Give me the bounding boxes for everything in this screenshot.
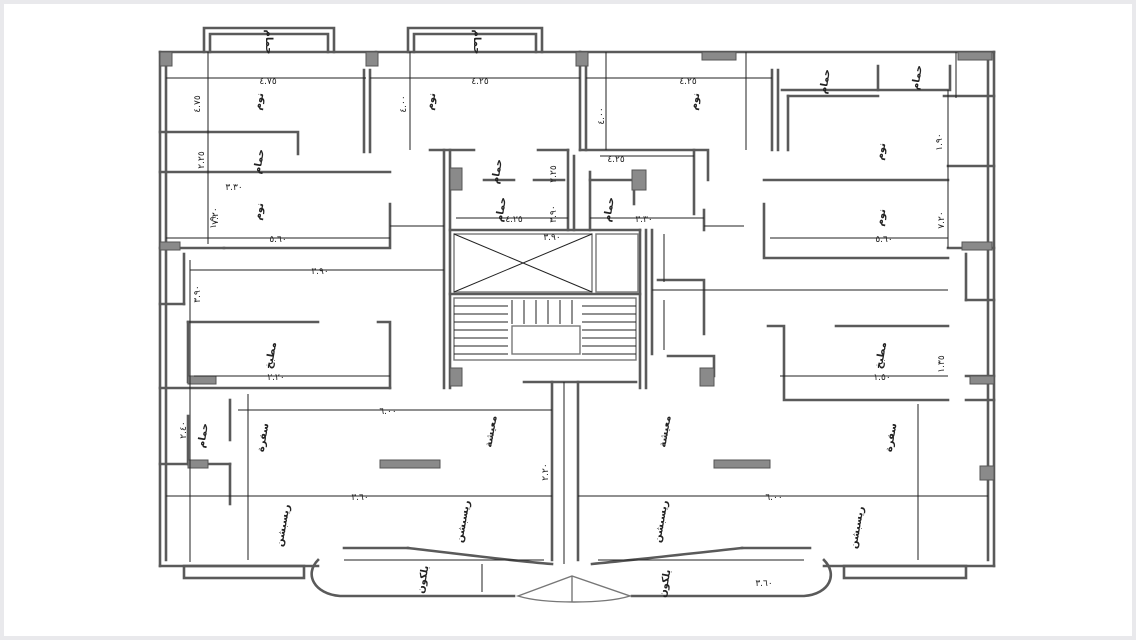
- room-label: معيشة: [483, 415, 499, 449]
- dimension-label: ٢.٢٥: [197, 151, 207, 169]
- floor-plan-sheet: حمام حمام نوم نوم نوم نوم نوم نوم حمام حمام حمام حم…: [4, 4, 1132, 636]
- dimension-label: ٣.٣٠: [635, 215, 652, 225]
- dimension-label: ٦.٠٠: [379, 407, 396, 417]
- dimension-label: ١.٥٠: [873, 373, 890, 383]
- core-walls: [428, 148, 716, 564]
- dimension-label: ١.٩٠: [209, 211, 219, 228]
- dimension-lines: [166, 52, 988, 592]
- room-label: حمام: [490, 158, 505, 185]
- dimension-label: ١.٩٠: [935, 133, 945, 150]
- room-label: حمام: [910, 64, 925, 91]
- dimension-label: ٥.٦٠: [875, 235, 892, 245]
- dimension-label: ٤.٢٥: [607, 155, 625, 165]
- room-label: ريسبشن: [454, 499, 472, 543]
- dimension-label: ٣.٩٠: [549, 205, 559, 222]
- dimension-label: ٢.٢٠: [541, 463, 551, 480]
- dimension-label: ١.٣٥: [937, 355, 947, 373]
- room-label: نوم: [253, 92, 267, 111]
- interior-walls-right: [578, 50, 996, 402]
- dimension-label: ٤.٧٥: [193, 95, 203, 113]
- room-label: حمام: [471, 30, 482, 55]
- plan-labels: حمام حمام نوم نوم نوم نوم نوم نوم حمام حمام حمام حم…: [179, 30, 947, 599]
- dimension-label: ٤.٢٥: [471, 77, 489, 87]
- room-label: حمام: [196, 422, 211, 449]
- room-label: بلكون: [416, 565, 432, 595]
- room-label: نوم: [875, 142, 889, 161]
- dimension-label: ٧.٢٠: [211, 207, 221, 224]
- dimension-label: ٣.٩٠: [543, 233, 560, 243]
- dimension-label: ٣.٦٠: [351, 493, 368, 503]
- room-label: نوم: [253, 202, 267, 221]
- room-label: حمام: [263, 30, 274, 55]
- dimension-label: ٣.٩٠: [193, 285, 203, 302]
- room-label: سفرة: [256, 422, 272, 453]
- dimension-label: ٣.٩٠: [311, 267, 328, 277]
- room-label: نوم: [875, 208, 889, 227]
- dimension-label: ٧.٢٠: [937, 211, 947, 228]
- room-label: سفرة: [884, 422, 900, 453]
- dimension-label: ٥.٦٠: [269, 235, 286, 245]
- dimension-label: ٤.٠٠: [597, 107, 607, 124]
- room-label: نوم: [689, 92, 703, 111]
- dimension-label: ٤.٢٥: [505, 215, 523, 225]
- room-label: حمام: [602, 196, 617, 223]
- room-label: معيشة: [657, 415, 673, 449]
- dimension-label: ٢.٢٥: [549, 165, 559, 183]
- room-label: ريسبشن: [652, 499, 670, 543]
- room-label: ريسبشن: [274, 503, 292, 547]
- dimension-label: ٦.٠٠: [765, 493, 782, 503]
- interior-walls-left: [158, 68, 392, 506]
- dimension-label: ٢.٤٠: [179, 421, 189, 438]
- dimension-label: ٢.٢٠: [267, 373, 284, 383]
- room-label: مطبخ: [264, 341, 280, 370]
- room-label: حمام: [818, 68, 833, 95]
- structural-columns: [159, 51, 995, 481]
- dimension-label: ٣.٦٠: [755, 579, 772, 589]
- room-label: نوم: [425, 92, 439, 111]
- room-label: حمام: [494, 196, 509, 223]
- room-label: حمام: [252, 148, 267, 175]
- dimension-label: ٤.٢٥: [679, 77, 697, 87]
- dimension-label: ٤.٠٠: [399, 95, 409, 112]
- room-label: مطبخ: [874, 341, 890, 370]
- floor-plan-drawing: حمام حمام نوم نوم نوم نوم نوم نوم حمام حمام حمام حم…: [158, 26, 996, 603]
- dimension-label: ٣.٣٠: [225, 183, 242, 193]
- room-label: بلكون: [658, 569, 674, 599]
- room-label: ريسبشن: [848, 505, 866, 549]
- dimension-label: ٤.٧٥: [259, 77, 277, 87]
